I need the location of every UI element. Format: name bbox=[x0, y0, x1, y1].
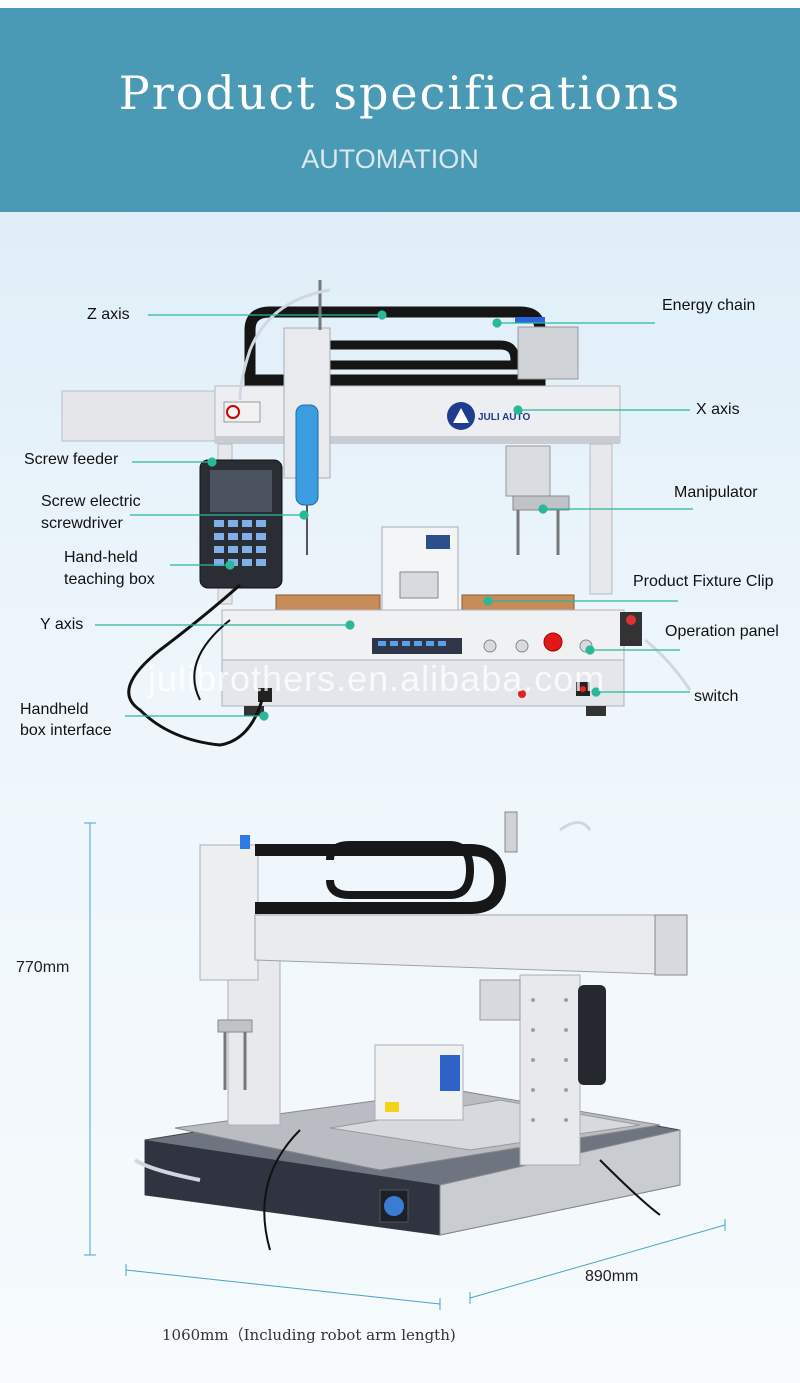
label-operation-panel: Operation panel bbox=[665, 623, 779, 640]
dimension-depth: 890mm bbox=[585, 1268, 639, 1285]
machine-logo-text: JULI AUTO bbox=[478, 412, 530, 423]
label-handheld: Handheld bbox=[20, 701, 89, 718]
label-screw-feeder: Screw feeder bbox=[24, 451, 119, 468]
label-z-axis: Z axis bbox=[87, 306, 130, 323]
page-title: Product specifications bbox=[118, 66, 682, 120]
label-product-fixture-clip: Product Fixture Clip bbox=[633, 573, 774, 590]
label-hand-held: Hand-held bbox=[64, 549, 138, 566]
dimension-height: 770mm bbox=[16, 959, 70, 976]
label-energy-chain: Energy chain bbox=[662, 297, 756, 314]
page-subtitle: AUTOMATION bbox=[301, 144, 479, 174]
label-screw-electric: Screw electric bbox=[41, 493, 141, 510]
header-banner: Product specifications AUTOMATION bbox=[0, 8, 800, 212]
label-x-axis: X axis bbox=[696, 401, 740, 418]
dimension-width: 1060mm（Including robot arm length) bbox=[162, 1326, 456, 1344]
label-teaching-box: teaching box bbox=[64, 571, 155, 588]
label-y-axis: Y axis bbox=[40, 616, 84, 633]
label-box-interface: box interface bbox=[20, 722, 112, 739]
watermark-text: julibrothers.en.alibaba.com bbox=[148, 658, 606, 699]
label-manipulator: Manipulator bbox=[674, 484, 758, 501]
label-screwdriver: screwdriver bbox=[41, 515, 123, 532]
label-switch: switch bbox=[694, 688, 739, 705]
